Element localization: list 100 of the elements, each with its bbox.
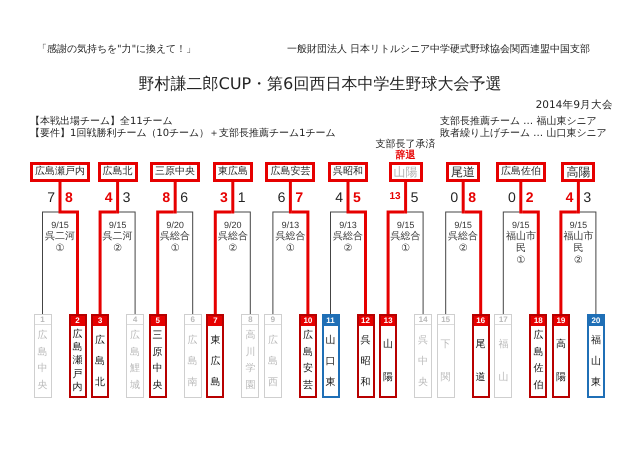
slogan-text: 「感謝の気持ちを"力"に換えて！」 bbox=[37, 44, 196, 56]
team-number: 8 bbox=[242, 315, 258, 325]
bracket-line bbox=[559, 210, 577, 314]
team-box bbox=[184, 314, 202, 398]
team-name: 三原中央 bbox=[152, 329, 163, 392]
team-box bbox=[126, 314, 144, 398]
team-box bbox=[436, 314, 455, 398]
score: 6 bbox=[180, 189, 188, 205]
match-venue: 呉総合 bbox=[333, 231, 363, 243]
winner-box: 広島瀬戸内 bbox=[30, 162, 90, 182]
bracket-line bbox=[406, 212, 424, 314]
match-number: ① bbox=[170, 243, 180, 255]
team-box bbox=[414, 314, 432, 398]
match-date: 9/15 bbox=[512, 219, 530, 230]
team-name: 広島佐伯 bbox=[533, 328, 544, 392]
match-number: ① bbox=[56, 243, 64, 255]
score: 7 bbox=[295, 189, 304, 205]
score: 2 bbox=[526, 189, 534, 205]
team-number: 5 bbox=[150, 316, 165, 326]
winner-box: 尾道 bbox=[446, 162, 480, 182]
match-date: 9/13 bbox=[339, 219, 357, 231]
bracket-line bbox=[234, 212, 251, 314]
organizer-text: 一般財団法人 日本リトルシニア中学硬式野球協会関西連盟中国支部 bbox=[286, 44, 590, 56]
match-venue: 福山市民 bbox=[504, 231, 537, 255]
team-box bbox=[472, 314, 490, 398]
team-name: 山口東 bbox=[326, 334, 336, 390]
match-number: ② bbox=[113, 243, 122, 255]
match-date: 9/15 bbox=[108, 219, 126, 231]
score: 4 bbox=[104, 189, 113, 205]
team-name: 高陽 bbox=[556, 338, 566, 385]
team-number: 9 bbox=[264, 315, 281, 325]
team-number: 3 bbox=[93, 316, 108, 326]
bracket-stem bbox=[174, 182, 177, 214]
match-venue: 呉二河 bbox=[45, 231, 75, 243]
bracket-stem bbox=[231, 182, 234, 214]
team-box bbox=[34, 314, 52, 398]
match-venue: 呉総合 bbox=[218, 231, 248, 243]
team-box bbox=[206, 314, 224, 398]
team-box bbox=[148, 314, 167, 398]
bracket-line bbox=[62, 210, 79, 314]
team-number: 17 bbox=[495, 315, 512, 325]
score: 5 bbox=[410, 189, 418, 205]
team-name: 山陽 bbox=[383, 338, 394, 385]
winner-box: 呉昭和 bbox=[328, 162, 368, 182]
match-date: 9/15 bbox=[51, 219, 69, 231]
score: 3 bbox=[122, 189, 130, 205]
bracket-line bbox=[464, 210, 482, 314]
match-venue: 呉総合 bbox=[390, 231, 421, 243]
bracket-line bbox=[214, 210, 232, 314]
team-number: 7 bbox=[208, 316, 222, 326]
match-number: ② bbox=[574, 255, 583, 267]
edition-date: 2014年9月大会 bbox=[536, 99, 613, 111]
team-box bbox=[298, 314, 317, 398]
bracket-stem bbox=[404, 182, 408, 214]
team-box bbox=[494, 314, 512, 398]
bracket-line bbox=[445, 212, 462, 314]
score: 1 bbox=[238, 189, 246, 205]
bracket-stem bbox=[519, 182, 522, 214]
page-title: 野村謙二郎CUP・第6回西日本中学生野球大会予選 bbox=[138, 74, 502, 94]
team-name: 広島北 bbox=[95, 334, 106, 390]
team-box bbox=[68, 314, 86, 398]
recommended-team-note: 支部長推薦チーム … 福山東シニア bbox=[440, 116, 596, 128]
score: 8 bbox=[468, 189, 476, 205]
score: 4 bbox=[335, 189, 343, 205]
bracket-stem bbox=[58, 182, 62, 214]
team-number: 12 bbox=[358, 316, 372, 326]
team-number: 13 bbox=[381, 316, 396, 326]
score: 8 bbox=[65, 189, 73, 205]
score: 0 bbox=[508, 189, 516, 205]
score: 7 bbox=[47, 189, 55, 205]
bracket-line bbox=[386, 210, 404, 314]
score: 13 bbox=[389, 191, 401, 203]
match-venue: 福山市民 bbox=[562, 231, 594, 255]
match-venue: 呉総合 bbox=[160, 231, 190, 243]
team-name: 呉昭和 bbox=[360, 334, 370, 390]
match-date: 9/20 bbox=[224, 219, 242, 231]
match-venue: 呉総合 bbox=[448, 231, 478, 243]
winner-box: 広島佐伯 bbox=[496, 162, 546, 182]
team-number: 16 bbox=[474, 316, 488, 326]
status-text: 辞退 bbox=[396, 150, 416, 161]
winner-box: 広島北 bbox=[98, 162, 138, 182]
bracket-line bbox=[522, 210, 540, 314]
team-name: 広島鯉城 bbox=[130, 328, 140, 392]
requirement-note: 【要件】1回戦勝利チーム（10チーム）＋支部長推薦チーム1チーム bbox=[30, 128, 336, 140]
winner-box: 山陽 bbox=[388, 162, 423, 182]
team-box bbox=[322, 314, 340, 398]
match-number: ① bbox=[401, 243, 410, 255]
team-box bbox=[356, 314, 374, 398]
team-number: 20 bbox=[588, 316, 603, 326]
team-number: 4 bbox=[127, 315, 144, 325]
team-number: 19 bbox=[554, 316, 568, 326]
bracket-line bbox=[330, 212, 347, 314]
team-name: 福山 bbox=[498, 338, 508, 385]
score: 0 bbox=[450, 189, 458, 205]
match-number: ① bbox=[286, 243, 295, 255]
score: 3 bbox=[583, 189, 592, 205]
score: 4 bbox=[566, 189, 574, 205]
bracket-line bbox=[272, 212, 290, 314]
qualified-teams-note: 【本戦出場チーム】全11チーム bbox=[30, 116, 173, 128]
match-venue: 呉総合 bbox=[275, 231, 306, 243]
